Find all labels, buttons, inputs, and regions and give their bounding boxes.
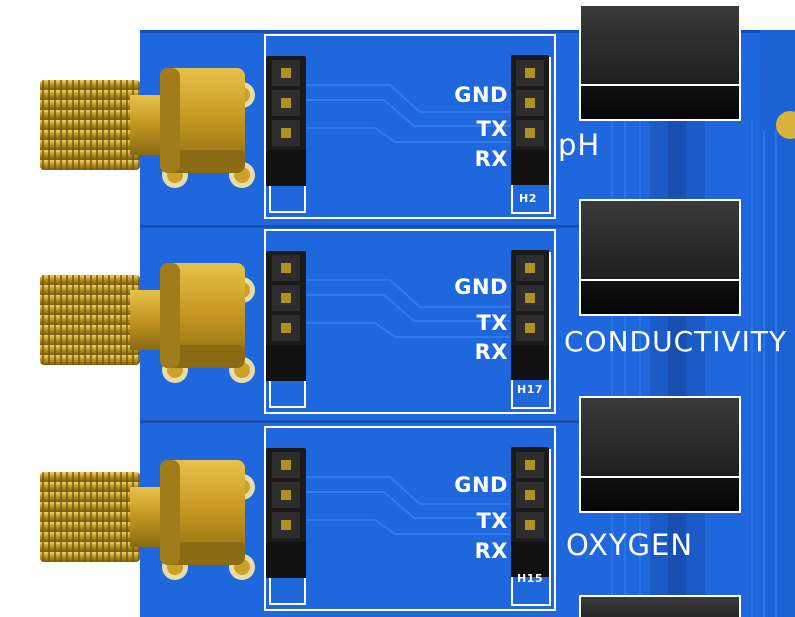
- left-pin-header: [266, 448, 306, 605]
- module-outline: [264, 229, 556, 414]
- pcb-board: [140, 30, 795, 617]
- channel-3-module: [40, 396, 741, 611]
- right-pin-header: [511, 447, 551, 606]
- pin-label-gnd: GND: [454, 83, 508, 107]
- module-outline: [264, 426, 556, 611]
- trace: [305, 322, 510, 338]
- pin-label-rx: RX: [474, 539, 508, 563]
- sma-connector: [40, 460, 255, 580]
- trace: [305, 99, 510, 127]
- sma-connector: [40, 68, 255, 188]
- right-pin-header: [511, 55, 551, 214]
- header-designator: H17: [517, 383, 544, 396]
- right-pin-header: [511, 250, 551, 409]
- left-pin-header: [266, 56, 306, 213]
- channel-2-module: [40, 199, 741, 414]
- module-outline: [264, 34, 556, 219]
- sensor-label: pH: [558, 128, 601, 162]
- pin-label-gnd: GND: [454, 275, 508, 299]
- channel-modules: [40, 4, 741, 617]
- pin-label-tx: TX: [476, 509, 508, 533]
- trace: [305, 279, 510, 308]
- relay-component: [579, 595, 741, 617]
- trace: [305, 84, 510, 113]
- pin-label-tx: TX: [476, 311, 508, 335]
- trace: [305, 476, 510, 505]
- header-designator: H15: [517, 572, 544, 585]
- trace: [305, 519, 510, 535]
- trace: [305, 491, 510, 519]
- sensor-label: CONDUCTIVITY: [564, 325, 788, 358]
- pin-label-rx: RX: [474, 147, 508, 171]
- relay-component: [579, 199, 741, 316]
- channel-1-module: [40, 4, 741, 219]
- trace: [305, 127, 510, 143]
- pin-label-gnd: GND: [454, 473, 508, 497]
- sensor-label: OXYGEN: [566, 528, 694, 562]
- pin-label-tx: TX: [476, 117, 508, 141]
- left-pin-header: [266, 251, 306, 408]
- relay-component: [579, 396, 741, 513]
- header-designator: H2: [519, 192, 537, 205]
- sma-connector: [40, 263, 255, 383]
- relay-component: [579, 4, 741, 121]
- trace: [305, 294, 510, 322]
- pin-label-rx: RX: [474, 340, 508, 364]
